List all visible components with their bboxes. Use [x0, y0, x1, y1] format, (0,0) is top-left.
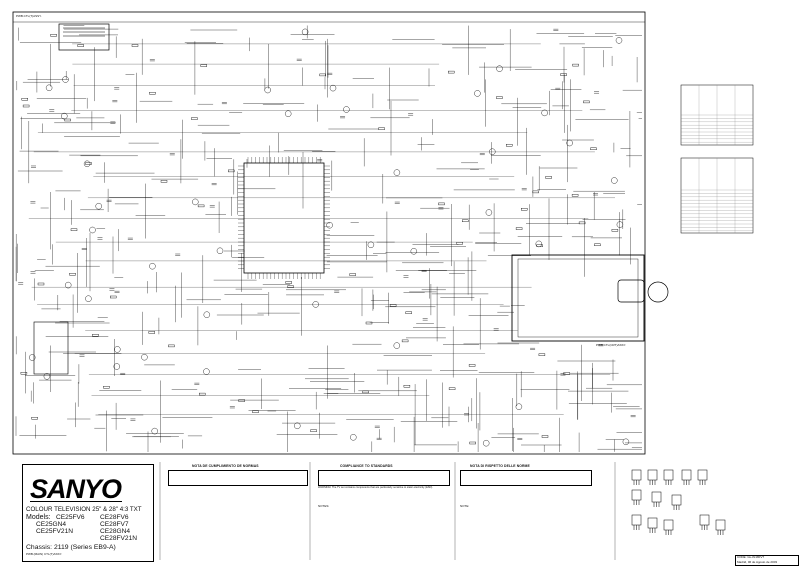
date-label: Madrid, 06 de Agosto de 2003	[737, 560, 778, 564]
note-heading-it: NOTA DI RISPETTO DELLE NORME	[470, 464, 530, 468]
note-box-it	[460, 470, 592, 486]
code-label: CODE: GL-IN18FV7	[737, 555, 765, 559]
crt-tube	[647, 281, 669, 303]
model-ce25gn4: CE25GN4	[36, 521, 67, 528]
models-label: Models:	[26, 514, 51, 521]
model-ce28gn4: CE28GN4	[100, 528, 131, 535]
note-heading-en: COMPLIANCE TO STANDARDS	[340, 464, 393, 468]
pwb-label: PWB.(MAIN) CTL(T)ASSY.	[26, 552, 62, 556]
power-ic	[33, 321, 69, 375]
model-ce28fv7: CE28FV7	[100, 521, 129, 528]
main-processor-ic	[243, 162, 325, 274]
sanyo-logo: SANYO	[30, 474, 122, 504]
board-label-top: PWB.CTL(T)ASSY.	[16, 14, 42, 18]
model-ce25fv6: CE25FV6	[56, 514, 85, 521]
board-label-crt: PWB.CTL(CRT)ASSY.	[596, 343, 626, 347]
product-line: COLOUR TELEVISION 25" & 28" 4:3 TXT	[26, 506, 142, 513]
note-box-en	[318, 470, 450, 486]
note-heading-es: NOTA DE CUMPLIMIENTO DE NORMAS	[192, 464, 259, 468]
model-ce28fv21n: CE28FV21N	[100, 535, 138, 542]
crt-board	[511, 254, 645, 342]
notes-label-it: NOTE:	[460, 504, 470, 508]
notes-label-en: NOTES:	[318, 504, 330, 508]
schematic-frame	[12, 11, 646, 455]
model-ce25fv21n: CE25FV21N	[36, 528, 74, 535]
note-warning-en: WARNING! The TV set contains components …	[318, 486, 433, 489]
note-box-es	[168, 470, 308, 486]
logo-underline	[30, 501, 122, 503]
model-ce28fv6: CE28FV6	[100, 514, 129, 521]
tuner-module	[58, 23, 110, 51]
crt-socket	[617, 279, 645, 303]
title-block	[22, 464, 154, 562]
chassis-label: Chassis: 2119 (Series EB9-A)	[26, 544, 116, 551]
